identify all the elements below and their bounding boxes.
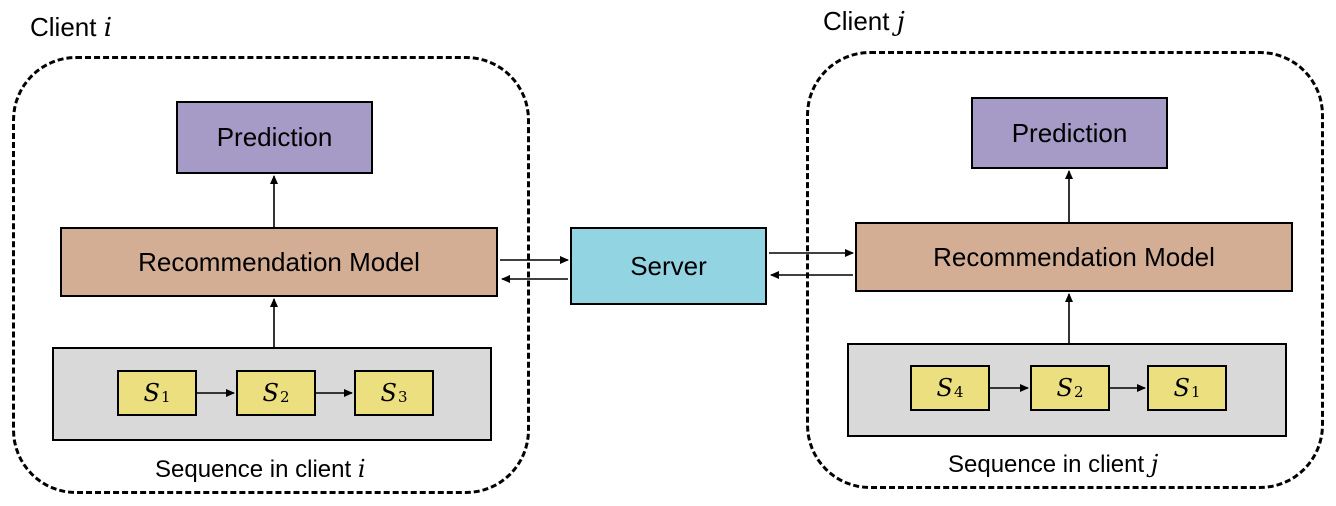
client-j-prediction-box: Prediction (971, 97, 1168, 169)
client-i-sequence-caption: Sequence in client i (155, 455, 366, 483)
client-j-title-prefix: Client (823, 6, 890, 36)
server-box: Server (570, 227, 767, 305)
client-i-prediction-box: Prediction (176, 101, 373, 174)
client-j-frame (806, 51, 1324, 489)
client-i-frame (12, 56, 530, 494)
client-i-title: Client i (30, 12, 112, 43)
client-j-recommendation-model-label: Recommendation Model (933, 241, 1215, 272)
client-i-title-var: i (103, 13, 113, 43)
client-j-title: Client j (823, 6, 905, 37)
client-j-recommendation-model-box: Recommendation Model (855, 222, 1293, 292)
client-j-sequence-caption: Sequence in client j (948, 450, 1159, 478)
client-i-prediction-label: Prediction (216, 122, 333, 152)
client-j-prediction-label: Prediction (1011, 117, 1128, 148)
client-i-recommendation-model-label: Recommendation Model (138, 246, 420, 277)
client-i-recommendation-model-box: Recommendation Model (60, 227, 498, 297)
server-label: Server (630, 250, 707, 281)
client-i-title-prefix: Client (30, 12, 97, 42)
client-j-title-var: j (896, 7, 905, 37)
